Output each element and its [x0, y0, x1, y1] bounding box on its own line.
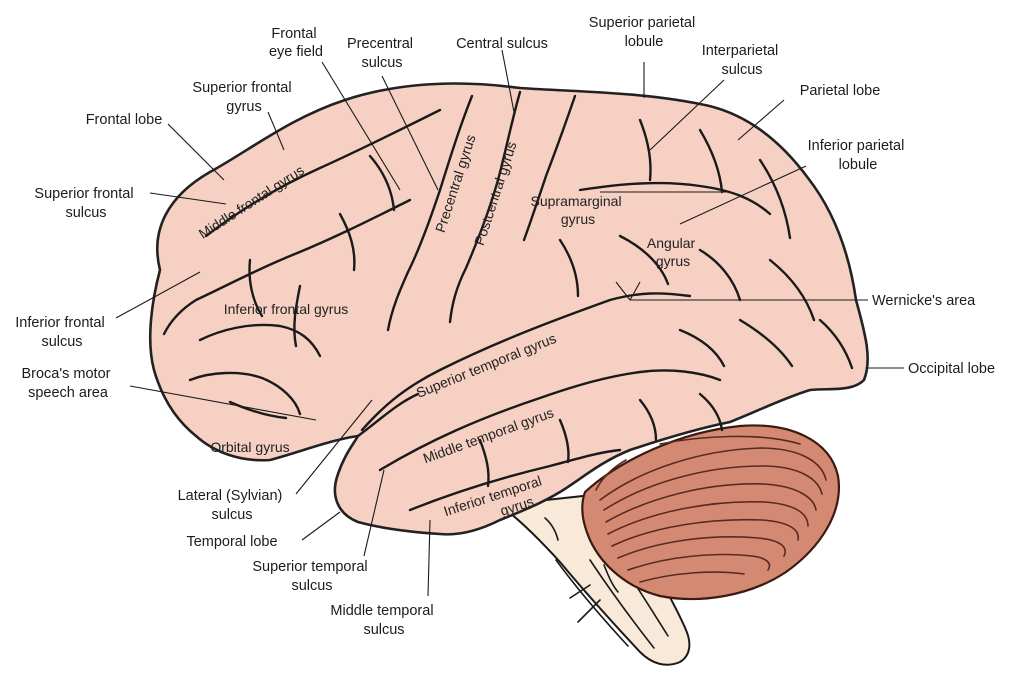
- cerebral-cortex: [148, 82, 869, 536]
- label-central-sulcus: Central sulcus: [456, 36, 548, 52]
- label-brocas-motor-speech-area: Broca's motor speech area: [21, 366, 114, 401]
- label-supramarginal-gyrus: Supramarginal gyrus: [531, 193, 626, 227]
- label-frontal-lobe: Frontal lobe: [86, 112, 163, 128]
- label-inferior-frontal-gyrus: Inferior frontal gyrus: [224, 301, 349, 317]
- cerebellum-body: [581, 424, 840, 601]
- outer-labels: Frontal eye field Precentral sulcus Cent…: [15, 15, 995, 638]
- label-inferior-parietal-lobule: Inferior parietal lobule: [808, 138, 909, 173]
- label-lateral-sylvian-sulcus: Lateral (Sylvian) sulcus: [178, 488, 287, 523]
- label-occipital-lobe: Occipital lobe: [908, 361, 995, 377]
- label-superior-frontal-sulcus: Superior frontal sulcus: [34, 186, 137, 221]
- label-superior-parietal-lobule: Superior parietal lobule: [589, 15, 699, 50]
- label-inferior-frontal-sulcus: Inferior frontal sulcus: [15, 315, 109, 350]
- label-parietal-lobe: Parietal lobe: [800, 83, 881, 99]
- label-superior-temporal-sulcus: Superior temporal sulcus: [252, 559, 371, 594]
- label-temporal-lobe: Temporal lobe: [186, 534, 277, 550]
- label-wernickes-area: Wernicke's area: [872, 293, 976, 309]
- cerebellum: [581, 424, 840, 601]
- label-orbital-gyrus: Orbital gyrus: [210, 439, 289, 455]
- label-interparietal-sulcus: Interparietal sulcus: [702, 43, 783, 78]
- label-angular-gyrus: Angular gyrus: [647, 235, 699, 269]
- label-frontal-eye-field: Frontal eye field: [269, 26, 323, 60]
- label-precentral-sulcus: Precentral sulcus: [347, 36, 417, 71]
- label-middle-temporal-sulcus: Middle temporal sulcus: [330, 603, 437, 638]
- label-superior-frontal-gyrus: Superior frontal gyrus: [192, 80, 295, 115]
- leader-lines: [115, 49, 904, 597]
